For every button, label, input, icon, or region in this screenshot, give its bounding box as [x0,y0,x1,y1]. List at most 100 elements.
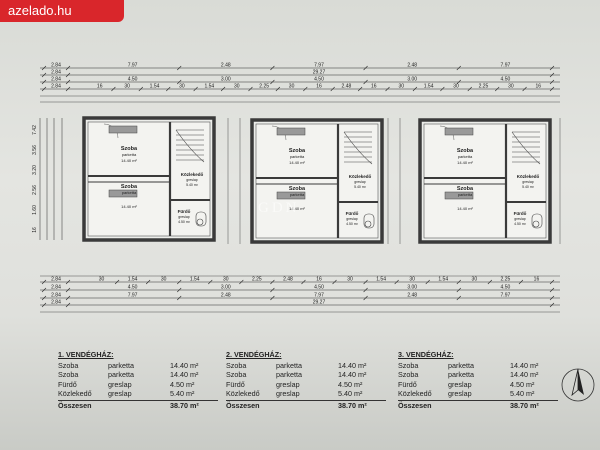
table-cell-area: 5.40 m² [338,389,363,399]
dimension-tick [176,287,182,293]
dimension-tick [456,79,462,85]
dimension-tick [65,279,71,285]
wardrobe [276,191,306,200]
wardrobe [108,189,138,198]
dimension-tick [549,295,555,301]
room-area-label: 14.40 m² [289,206,305,211]
sink-fixture [532,220,540,228]
dimension-tick [270,279,275,285]
dimension-tick [41,65,47,71]
dimension-tick [220,86,226,92]
dimension-label: 1.54 [424,84,434,90]
table-cell-area: 14.40 m² [338,360,367,370]
dimension-tick [425,279,430,285]
dimension-label: 1.54 [190,277,200,283]
dimension-label: 7.97 [314,63,324,69]
table-cell-floor: parketta [448,370,474,380]
table-cell-name: Fürdő [58,379,77,389]
table-cell-area: 4.50 m² [170,379,195,389]
site-tag[interactable]: azelado.hu [0,0,124,22]
dimension-label: 30 [289,84,295,90]
room-area-label: 14.40 m² [457,160,473,165]
toilet-fixture [195,211,207,227]
dimension-tick [239,279,244,285]
total-label: Összesen [398,400,432,410]
room-label-szoba: Szoba [121,146,138,152]
dimension-tick [41,72,47,78]
table-cell-name: Fürdő [226,379,245,389]
dimension-label: 3.20 [32,165,38,175]
dimension-tick [65,86,71,92]
dimension-label: 2.84 [51,70,61,76]
room-area-label: 14.40 m² [289,160,305,165]
table-title: 3. VENDÉGHÁZ: [398,350,454,359]
toilet-fixture [531,213,543,229]
dimension-tick [275,86,281,92]
dimension-tick [518,279,524,285]
dimension-tick [111,86,116,92]
dimension-label: 2.84 [51,285,61,291]
dimension-tick [138,86,144,92]
dimension-label: 3.00 [221,77,231,83]
room-floor-label: greslap [346,217,358,221]
dimension-tick [270,79,275,85]
dimension-label: 30 [179,84,185,90]
dimension-label: 1.54 [438,277,448,283]
dimension-tick [65,72,71,78]
dimension-tick [330,86,335,92]
dimension-tick [176,79,182,85]
toilet-fixture [363,213,375,229]
wardrobe [276,127,306,136]
dimension-label: 2.25 [501,277,511,283]
dimension-label: 1.54 [204,84,214,90]
dimension-label: 4.50 [501,77,511,83]
dimension-tick [166,86,171,92]
staircase [343,131,373,165]
dimension-tick [522,86,527,92]
dimension-label: 7.97 [501,293,511,299]
room-area-label: 14.40 m² [457,206,473,211]
room-area-label: 5.40 m² [354,185,367,189]
dimension-label: 16 [97,84,103,90]
dimension-label: 2.48 [221,293,231,299]
total-label: Összesen [226,400,260,410]
table-cell-area: 4.50 m² [510,379,535,389]
room-label-furdo: Fürdő [514,211,527,216]
table-cell-name: Szoba [226,360,247,370]
table-title: 2. VENDÉGHÁZ: [226,350,282,359]
table-cell-name: Fürdő [398,379,417,389]
dimension-tick [549,79,555,85]
dimension-tick [494,86,500,92]
dimension-tick [176,65,182,71]
dimension-tick [385,86,390,92]
dimension-label: 3.00 [407,285,417,291]
room-label-szoba: Szoba [457,148,474,154]
inner-wall-line [255,123,379,239]
dimension-label: 3.00 [221,285,231,291]
dimension-tick [549,86,555,92]
room-floor-label: parketta [458,154,473,159]
dimension-tick [363,79,368,85]
room-floor-label: greslap [354,180,366,184]
dimension-label: 2.84 [51,293,61,299]
dimension-label: 7.42 [32,125,38,135]
total-area: 38.70 m² [338,400,367,410]
table-cell-floor: greslap [108,389,132,399]
room-label-furdo: Fürdő [346,211,359,216]
table-cell-name: Szoba [58,370,79,380]
table-cell-floor: greslap [448,379,472,389]
dimension-label: 4.50 [128,285,138,291]
dimension-tick [549,65,555,71]
room-label-szoba: Szoba [289,186,306,192]
dimension-tick [456,295,462,301]
table-cell-floor: parketta [276,360,302,370]
dimension-label: 30 [472,277,478,283]
dimension-label: 4.50 [128,77,138,83]
dimension-label: 7.97 [314,293,324,299]
